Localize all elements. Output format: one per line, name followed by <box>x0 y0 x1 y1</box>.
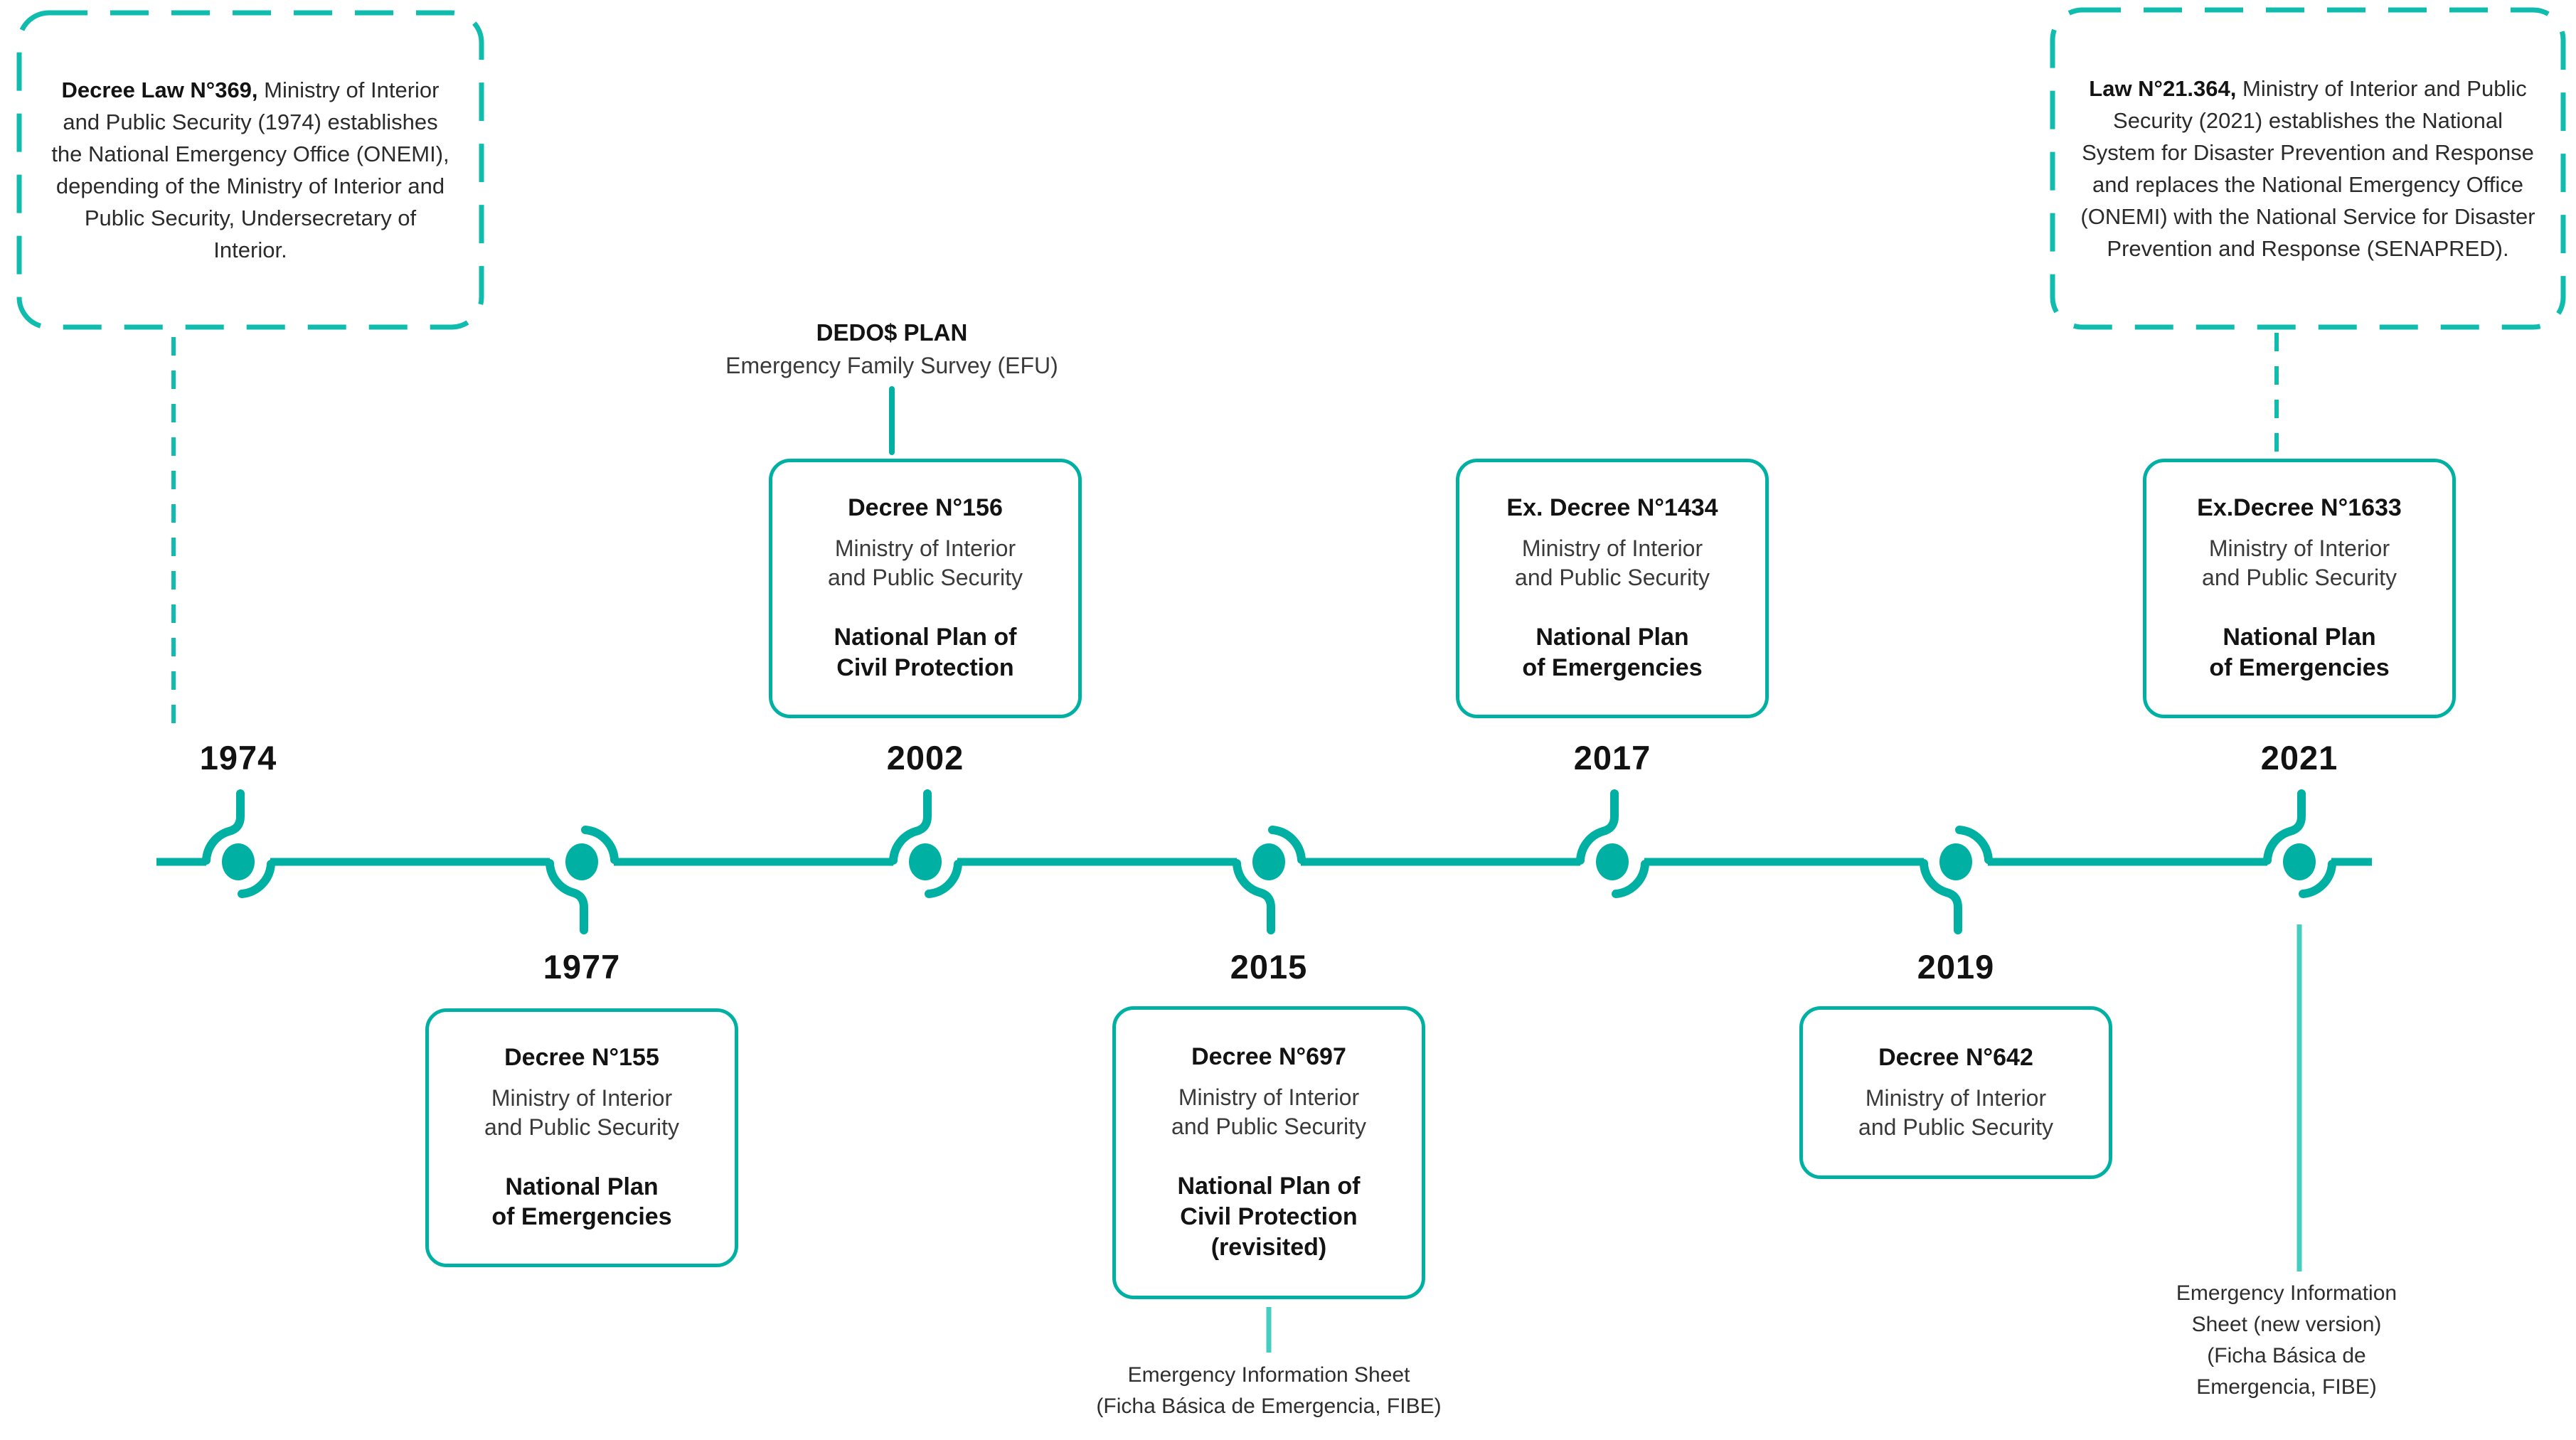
node-2002 <box>893 794 958 894</box>
callout-2021-rest: Ministry of Interior and Public Security… <box>2080 76 2535 261</box>
node-2015 <box>1237 830 1302 930</box>
event-box-2002-title: Decree N°156 <box>848 494 1003 522</box>
dedos-plan-subtitle: Emergency Family Survey (EFU) <box>725 352 1058 378</box>
year-label-2015: 2015 <box>1230 948 1308 986</box>
node-2019 <box>1924 830 1989 930</box>
event-box-2021-org: Ministry of Interior and Public Security <box>2202 535 2397 591</box>
callout-1974-text: Decree Law N°369, Ministry of Interior a… <box>49 74 452 266</box>
event-box-1977-plan: National Plan of Emergencies <box>491 1173 672 1231</box>
node-1977 <box>550 830 614 930</box>
node-2017 <box>1580 794 1645 894</box>
event-box-2002-plan: National Plan of Civil Protection <box>834 624 1017 681</box>
year-label-2019: 2019 <box>1917 948 1995 986</box>
year-label-2017: 2017 <box>1573 739 1651 777</box>
callout-border-left <box>16 10 484 330</box>
event-box-2021-title: Ex.Decree N°1633 <box>2197 494 2402 522</box>
year-label-1974: 1974 <box>199 739 277 777</box>
note-2021-fibe: Emergency Information Sheet (new version… <box>2176 1281 2397 1399</box>
callout-border-right <box>2050 7 2566 330</box>
event-box-2017: Ex. Decree N°1434 Ministry of Interior a… <box>1456 459 1769 718</box>
event-box-2015-plan: National Plan of Civil Protection (revis… <box>1177 1173 1361 1261</box>
event-box-2017-org: Ministry of Interior and Public Security <box>1515 535 1710 591</box>
event-box-1977-title: Decree N°155 <box>504 1043 659 1071</box>
event-box-2002-org: Ministry of Interior and Public Security <box>828 535 1023 591</box>
year-label-1977: 1977 <box>543 948 621 986</box>
event-box-2021-plan: National Plan of Emergencies <box>2209 624 2390 681</box>
event-box-2017-title: Ex. Decree N°1434 <box>1506 494 1718 522</box>
event-box-2019-org: Ministry of Interior and Public Security <box>1858 1084 2053 1140</box>
event-box-2015: Decree N°697 Ministry of Interior and Pu… <box>1112 1006 1425 1299</box>
callout-2021-text: Law N°21.364, Ministry of Interior and P… <box>2074 73 2542 265</box>
node-1974 <box>206 794 271 894</box>
year-label-2021: 2021 <box>2260 739 2338 777</box>
event-box-2015-org: Ministry of Interior and Public Security <box>1171 1084 1366 1140</box>
dedos-plan-title: DEDO$ PLAN <box>816 319 968 346</box>
event-box-2019: Decree N°642 Ministry of Interior and Pu… <box>1799 1006 2112 1179</box>
callout-2021-lead: Law N°21.364, <box>2089 76 2237 101</box>
event-box-2017-plan: National Plan of Emergencies <box>1522 624 1703 681</box>
event-box-2015-title: Decree N°697 <box>1191 1043 1346 1071</box>
event-box-1977: Decree N°155 Ministry of Interior and Pu… <box>425 1008 738 1267</box>
event-box-1977-org: Ministry of Interior and Public Security <box>484 1084 679 1140</box>
callout-2021: Law N°21.364, Ministry of Interior and P… <box>2053 10 2563 327</box>
event-box-2002: Decree N°156 Ministry of Interior and Pu… <box>769 459 1082 718</box>
callout-1974-lead: Decree Law N°369, <box>61 78 258 102</box>
node-2021 <box>2267 794 2332 894</box>
event-box-2021: Ex.Decree N°1633 Ministry of Interior an… <box>2143 459 2456 718</box>
callout-1974: Decree Law N°369, Ministry of Interior a… <box>19 13 481 327</box>
event-box-2019-title: Decree N°642 <box>1878 1044 2033 1072</box>
callout-1974-rest: Ministry of Interior and Public Security… <box>51 78 449 262</box>
note-2015-fibe: Emergency Information Sheet (Ficha Básic… <box>1096 1363 1442 1418</box>
year-label-2002: 2002 <box>886 739 964 777</box>
dedos-plan-label: DEDO$ PLAN Emergency Family Survey (EFU) <box>678 319 1105 380</box>
